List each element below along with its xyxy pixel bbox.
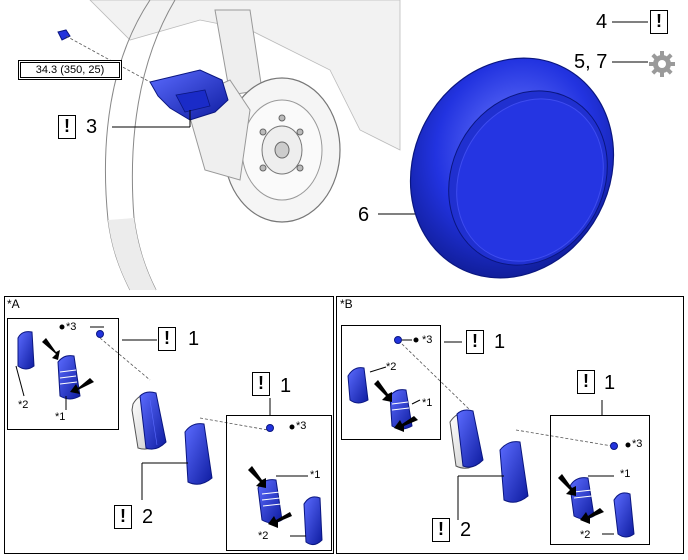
arrow-icon [374,380,392,402]
panel-a-right-marker-1: *1 [310,469,321,481]
caution-icon: ! [650,10,668,34]
wheel-assembly-illustration [57,0,401,291]
callout-a-bottom-2: 2 [142,506,154,528]
arrow-icon [580,508,604,524]
panel-a-marker-2: *2 [18,399,29,411]
callout-a-right-1: 1 [280,375,292,397]
panel-b-right-box [550,415,650,545]
arrow-icon [70,378,94,394]
panel-b-marker-3: *3 [422,334,433,346]
callout-b-bottom-2: 2 [460,519,472,541]
arrow-icon [394,416,418,432]
callout-4: 4 [596,11,608,33]
panel-b-marker-1: *1 [422,397,433,409]
panel-a [4,296,334,554]
panel-a-main-pads [131,391,213,485]
gear-icon [649,51,675,77]
arrow-icon [268,512,292,528]
tire [409,57,615,279]
panel-b-right-marker-2: *2 [580,529,591,541]
panel-b [336,296,684,554]
caliper-bolt [57,29,71,41]
arrow-icon [42,338,60,360]
torque-spec-text: 34.3 (350, 25) [20,62,120,78]
callout-b-top-1: 1 [494,331,506,353]
callout-b-right-1: 1 [604,372,616,394]
callout-6: 6 [358,204,370,226]
panel-a-right-box [226,415,332,551]
panel-a-left-box [7,318,119,430]
panel-b-right-pads [569,442,635,538]
panel-a-right-marker-2: *2 [258,530,269,542]
arrow-icon [558,474,576,496]
panel-a-right-marker-3: *3 [296,420,307,432]
panel-a-marker-1: *1 [55,411,66,423]
callout-a-top-1: 1 [188,328,200,350]
panel-a-marker-3: *3 [66,321,77,333]
caution-icon: ! [58,115,76,139]
caution-icon: ! [466,330,484,354]
panel-b-marker-2: *2 [386,361,397,373]
panel-b-left-box [341,325,441,440]
callout-3: 3 [86,116,98,138]
panel-b-title: *B [340,297,353,311]
callout-5-7: 5, 7 [574,51,608,73]
caution-icon: ! [158,327,176,351]
caution-icon: ! [114,505,132,529]
panel-b-main-pads [449,409,529,503]
panel-b-inner-pads [347,336,413,430]
caution-icon: ! [252,372,270,396]
panel-a-title: *A [7,297,20,311]
arrow-icon [248,466,266,488]
panel-b-right-marker-3: *3 [632,438,643,450]
caution-icon: ! [432,518,450,542]
caution-icon: ! [577,370,595,394]
panel-b-right-marker-1: *1 [620,468,631,480]
torque-spec-box: 34.3 (350, 25) [18,60,122,80]
